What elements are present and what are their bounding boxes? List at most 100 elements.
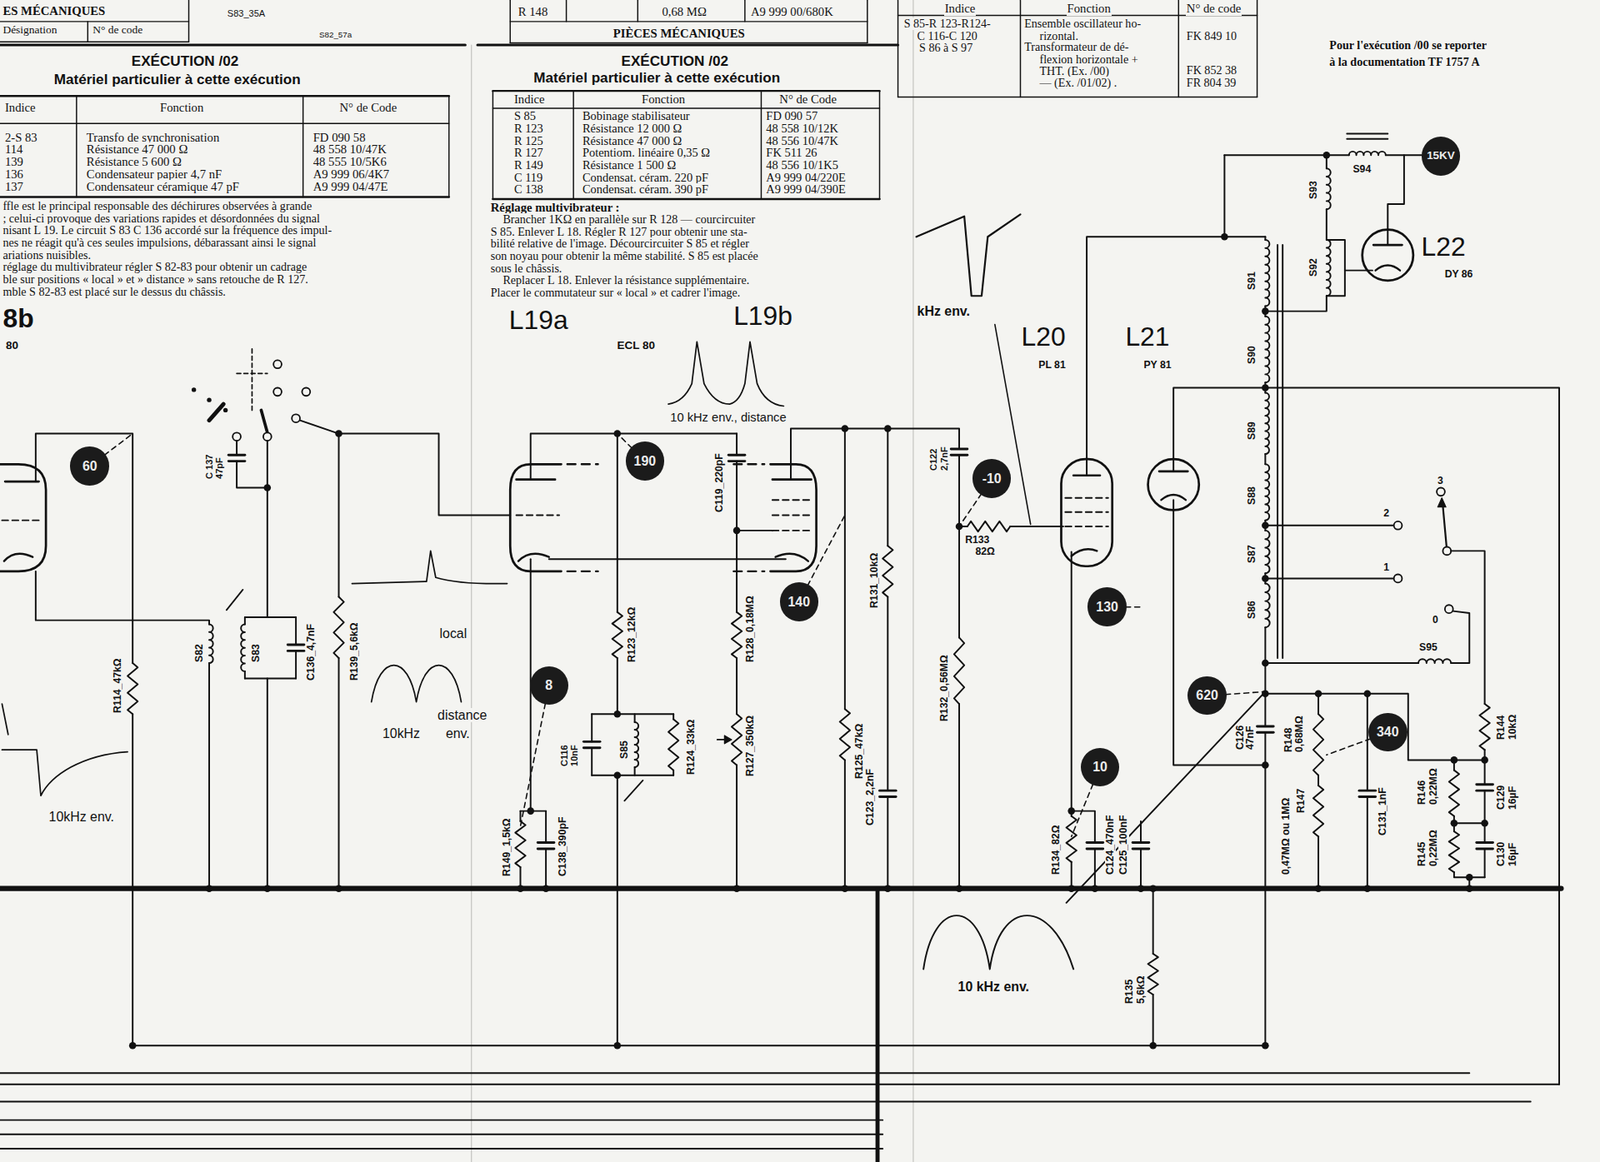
wire <box>591 713 674 715</box>
voltage-callout: 15KV <box>1421 136 1461 176</box>
table-text: mble S 82-83 est placé sur le dessus du … <box>1 285 226 299</box>
tuning-arrow <box>226 590 244 610</box>
contact-terminal <box>273 360 282 369</box>
wire <box>1325 209 1328 240</box>
wire <box>591 775 674 777</box>
table-text: Potentiom. linéaire 0,35 Ω <box>581 146 711 160</box>
schematic-group <box>0 0 1561 1162</box>
switch-dot <box>223 408 228 413</box>
wire <box>338 434 340 598</box>
wire <box>790 428 888 480</box>
capacitor-symbol <box>537 841 555 845</box>
wire <box>244 617 246 625</box>
table-rule <box>1256 0 1258 97</box>
tuning-arrow <box>624 780 643 801</box>
component-label: C129 <box>1495 785 1507 811</box>
component-label: R128_0,18MΩ <box>745 595 756 664</box>
wire <box>1010 525 1064 528</box>
capacitor-symbol <box>1476 783 1494 786</box>
component-label: 3 <box>1436 475 1445 487</box>
table-rule <box>1020 0 1021 97</box>
table-text: Replacer L 18. Enlever la résistance sup… <box>501 274 750 287</box>
wire <box>244 671 246 680</box>
wire <box>1317 836 1320 889</box>
component-label: C131_1nF <box>1377 786 1389 837</box>
annotation-text: 10 kHz env. <box>957 980 1030 995</box>
component-label: 47pF <box>214 456 225 480</box>
table-text: FD 090 57 <box>765 110 819 124</box>
waveform <box>351 550 507 584</box>
table-rule <box>492 107 880 109</box>
annotation-text: PL 81 <box>1037 360 1066 371</box>
callout-number: 340 <box>1376 725 1400 740</box>
switch-rotor <box>260 410 267 433</box>
contact-terminal <box>301 387 310 396</box>
table-text: Brancher 1KΩ en parallèle sur R 128 — co… <box>501 213 756 226</box>
coil-symbol <box>1265 530 1270 574</box>
table-rule <box>75 95 77 197</box>
component-label: R134_82Ω <box>1050 824 1062 875</box>
table-text: A9 999 00/680K <box>750 5 835 19</box>
junction-dot <box>614 771 622 780</box>
table-text: FK 852 38 <box>1185 64 1238 77</box>
component-label: S82 <box>194 643 205 664</box>
table-text: Condensat. céram. 220 pF <box>581 171 710 185</box>
table-text: FR 804 39 <box>1185 76 1237 90</box>
wire <box>0 1120 883 1122</box>
junction-dot <box>1323 151 1331 160</box>
coil-symbol <box>209 625 214 665</box>
leader-line <box>520 685 549 827</box>
table-rule <box>898 96 1258 98</box>
component-label: S95 <box>1418 642 1439 654</box>
wire <box>886 796 889 889</box>
wire <box>735 658 738 715</box>
table-text: Condensateur céramique 47 pF <box>85 180 240 194</box>
contact-terminal <box>291 414 300 423</box>
callout-number: 60 <box>82 459 98 475</box>
junction-dot <box>733 527 741 535</box>
junction-dot <box>129 1042 137 1050</box>
wire <box>886 596 889 791</box>
component-label: 0,47MΩ ou 1MΩ <box>1280 796 1292 875</box>
table-text: C 119 <box>513 171 544 185</box>
component-label: R133 <box>964 535 990 546</box>
contact-terminal <box>1394 521 1403 530</box>
table-rule <box>565 0 567 22</box>
table-text: R 123 <box>513 122 545 136</box>
component-label: C130 <box>1495 841 1507 868</box>
coil-symbol <box>240 625 245 672</box>
table-rule <box>492 90 494 200</box>
wire <box>1265 662 1419 665</box>
component-label: 16µF <box>1507 785 1519 811</box>
wire <box>1224 155 1326 169</box>
junction-dot <box>884 885 892 893</box>
wire <box>1317 775 1320 786</box>
wire <box>772 478 812 481</box>
wire <box>295 617 297 645</box>
wire <box>736 530 773 532</box>
callout-number: 10 <box>1092 760 1108 775</box>
annotation-text: ECL 80 <box>616 340 656 353</box>
wire <box>0 1101 1531 1104</box>
annotation-text: L22 <box>1420 232 1466 262</box>
wire <box>35 434 133 665</box>
contact-terminal <box>263 432 272 441</box>
wire <box>339 434 511 516</box>
annotation-text: 10kHz env. <box>48 810 115 825</box>
component-label: 2,7nF <box>939 445 950 472</box>
resistor-symbol <box>612 612 623 659</box>
table-text: réglage du multivibrateur régler S 82-83… <box>1 260 308 274</box>
callout-number: -10 <box>982 471 1002 487</box>
component-label: 0,22MΩ <box>1428 768 1440 807</box>
wire <box>1450 550 1485 705</box>
table-text: nes ne réagit qu'à ces seules impulsions… <box>1 236 317 250</box>
table-text: S 85-R 123-R124- <box>903 17 992 30</box>
capacitor-symbol <box>1086 841 1104 845</box>
wire <box>0 1084 1560 1086</box>
component-label: R132_0,56MΩ <box>939 654 950 723</box>
table-text: R 149 <box>513 159 545 173</box>
table-text: EXÉCUTION /02 <box>130 53 240 70</box>
component-label: R135 <box>1124 979 1135 1005</box>
wire <box>958 704 960 890</box>
junction-dot <box>335 430 343 438</box>
